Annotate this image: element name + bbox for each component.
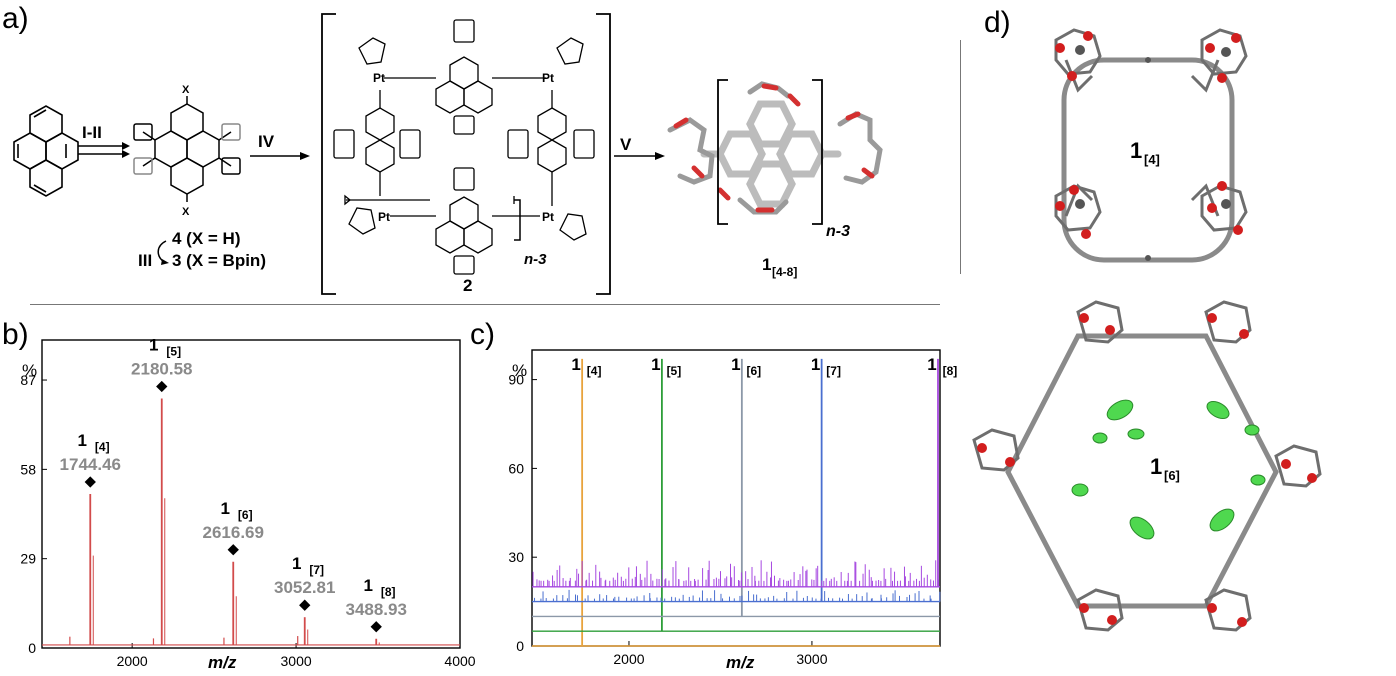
- pt-macrocycle-structure: [333, 19, 595, 275]
- step-V-label: V: [620, 135, 632, 154]
- crystal-structure-1-4: 1 [4]: [1054, 28, 1248, 263]
- product-label-sub: [4-8]: [772, 265, 797, 279]
- series-label: 1: [811, 355, 820, 374]
- y-tick-label: 30: [508, 549, 524, 565]
- panel-label-a: a): [2, 2, 29, 35]
- peak-species-label: 1: [292, 554, 301, 573]
- ms-spectrum-b: % m/z 0 29 58 87 2000 3000 4000 1744.46 1 [4] 2180…: [20, 336, 475, 672]
- compound-2-label: 2: [463, 276, 472, 295]
- substituent-x-bottom: X: [182, 206, 190, 218]
- series-label: 1: [571, 355, 580, 374]
- series-label-sub: [5]: [667, 364, 682, 378]
- x-tick-label: 2000: [117, 653, 148, 669]
- peak-species-sub: [6]: [238, 508, 253, 522]
- step-III-label: III: [138, 251, 152, 270]
- series-label-sub: [6]: [747, 364, 762, 378]
- pt-label-4: Pt: [542, 210, 554, 224]
- peak-marker: [227, 544, 239, 556]
- peak-mz-label: 1744.46: [60, 455, 121, 474]
- peak-marker: [299, 599, 311, 611]
- y-tick-label: 58: [20, 461, 36, 477]
- y-tick-label: 87: [20, 372, 36, 388]
- step-I-II-label: I-II: [82, 123, 102, 142]
- peak-species-label: 1: [363, 576, 372, 595]
- synthesis-scheme: I-II X X 4 (X = H) 3 (X = Bpin) III IV 2: [13, 13, 883, 295]
- crystal-label-top: 1: [1130, 138, 1142, 163]
- peak-mz-label: 2616.69: [203, 523, 264, 542]
- ms-spectra-c: % m/z 0 30 60 90 2000 3000 1 [4] 1 [5] 1 [6] 1 [7] 1 [8…: [508, 349, 957, 672]
- crystal-label-bottom-sub: [6]: [1164, 468, 1180, 483]
- horizontal-divider: [30, 304, 940, 305]
- peak-species-label: 1: [221, 499, 230, 518]
- vertical-divider: [960, 40, 961, 274]
- compound-4-label: 4 (X = H): [172, 229, 241, 248]
- repeat-unit-label-1: n-3: [826, 223, 850, 240]
- peak-species-sub: [5]: [166, 345, 181, 359]
- crystal-structure-1-6: 1 [6]: [972, 300, 1322, 632]
- crystal-label-bottom: 1: [1150, 454, 1162, 479]
- panel-label-b: b): [2, 318, 29, 351]
- chart-b-xlabel: m/z: [208, 653, 237, 672]
- pt-label-2: Pt: [542, 71, 554, 85]
- crystal-structures: 1 [4]: [972, 28, 1322, 632]
- chart-b-ylabel: %: [22, 361, 37, 380]
- y-tick-label: 0: [516, 638, 524, 654]
- peak-species-label: 1: [78, 431, 87, 450]
- step-IV-label: IV: [258, 132, 275, 151]
- x-tick-label: 3000: [796, 651, 827, 667]
- series-label-sub: [4]: [587, 364, 602, 378]
- x-tick-label: 3000: [281, 653, 312, 669]
- pt-label-1: Pt: [373, 71, 385, 85]
- series-label: 1: [651, 355, 660, 374]
- y-tick-label: 0: [28, 640, 36, 656]
- crystal-label-top-sub: [4]: [1144, 152, 1160, 167]
- peak-mz-label: 3488.93: [345, 600, 406, 619]
- compound-4-structure: [133, 96, 241, 202]
- panel-label-d: d): [984, 6, 1011, 39]
- product-stick-model: [667, 81, 883, 215]
- y-tick-label: 29: [20, 551, 36, 567]
- chart-c-ylabel: %: [512, 361, 527, 380]
- chart-c-xlabel: m/z: [726, 653, 755, 672]
- product-label: 1: [762, 255, 771, 274]
- compound-3-label: 3 (X = Bpin): [172, 251, 266, 270]
- x-tick-label: 2000: [613, 651, 644, 667]
- peak-marker: [84, 476, 96, 488]
- y-tick-label: 60: [508, 460, 524, 476]
- series-label: 1: [927, 355, 936, 374]
- pt-label-3: Pt: [378, 210, 390, 224]
- series-label-sub: [7]: [826, 364, 841, 378]
- pyrene-structure: [13, 105, 79, 197]
- panel-label-c: c): [470, 318, 495, 351]
- peak-species-sub: [4]: [95, 440, 110, 454]
- peak-species-label: 1: [149, 336, 158, 355]
- chart-b-frame: [41, 339, 461, 649]
- peak-marker: [370, 621, 382, 633]
- y-tick-label: 90: [508, 372, 524, 388]
- series-label-sub: [8]: [943, 364, 958, 378]
- peak-mz-label: 3052.81: [274, 578, 335, 597]
- peak-marker: [156, 380, 168, 393]
- substituent-x-top: X: [182, 84, 190, 96]
- x-tick-label: 4000: [444, 653, 475, 669]
- peak-species-sub: [7]: [309, 563, 324, 577]
- series-label: 1: [731, 355, 740, 374]
- peak-mz-label: 2180.58: [131, 360, 192, 379]
- peak-species-sub: [8]: [381, 585, 396, 599]
- repeat-unit-label-2: n-3: [524, 251, 547, 268]
